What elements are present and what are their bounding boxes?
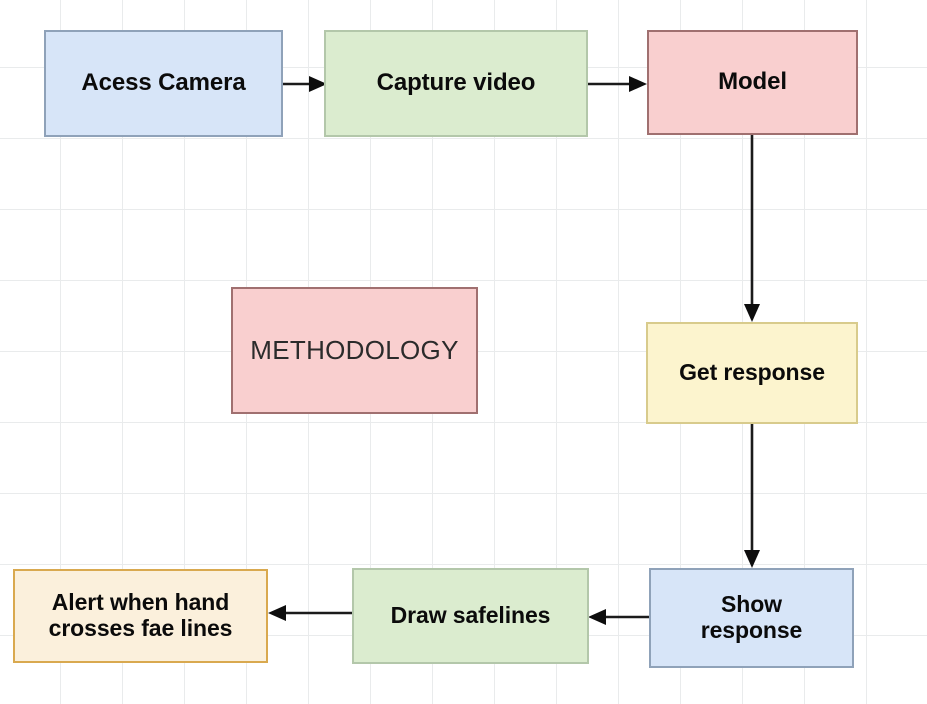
- edge-model-to-get-response: [744, 134, 760, 322]
- node-show-response[interactable]: Show response: [649, 568, 854, 668]
- edge-show-response-to-draw-safelines: [588, 609, 649, 625]
- node-model-label: Model: [718, 68, 787, 96]
- edge-capture-video-to-model: [588, 76, 647, 92]
- edge-get-response-to-show-response: [744, 424, 760, 568]
- node-access-camera[interactable]: Acess Camera: [44, 30, 283, 137]
- node-methodology[interactable]: METHODOLOGY: [231, 287, 478, 414]
- node-show-response-label: Show response: [700, 591, 803, 643]
- node-get-response-label: Get response: [679, 359, 825, 386]
- edge-access-camera-to-capture-video: [283, 76, 327, 92]
- node-draw-safelines-label: Draw safelines: [390, 602, 551, 629]
- node-access-camera-label: Acess Camera: [81, 69, 246, 97]
- node-draw-safelines[interactable]: Draw safelines: [352, 568, 589, 664]
- edge-draw-safelines-to-alert-hand: [268, 605, 352, 621]
- node-methodology-label: METHODOLOGY: [250, 334, 459, 365]
- node-get-response[interactable]: Get response: [646, 322, 858, 424]
- node-alert-hand[interactable]: Alert when hand crosses fae lines: [13, 569, 268, 663]
- node-capture-video-label: Capture video: [376, 69, 536, 97]
- node-capture-video[interactable]: Capture video: [324, 30, 588, 137]
- node-alert-hand-label: Alert when hand crosses fae lines: [48, 589, 233, 641]
- node-model[interactable]: Model: [647, 30, 858, 135]
